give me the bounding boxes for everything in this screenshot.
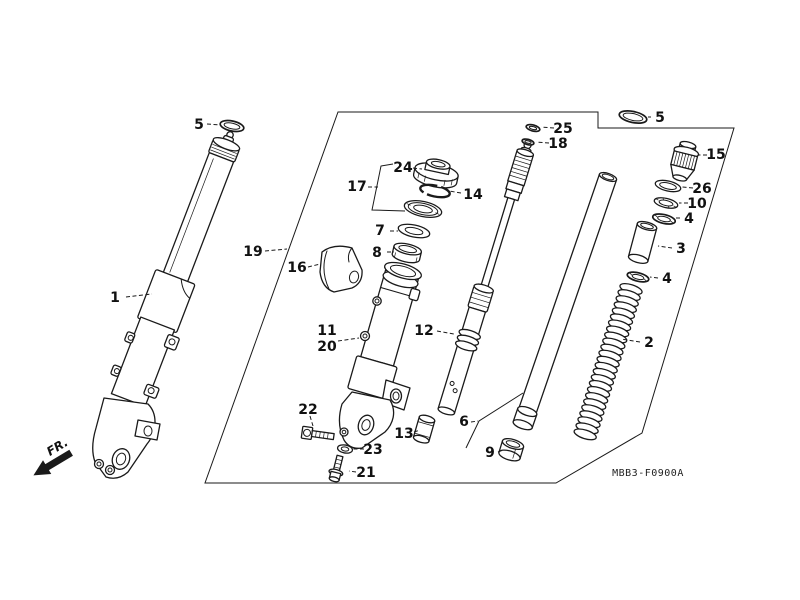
callout-2: 2 — [644, 335, 654, 351]
group-6-bracket — [465, 392, 524, 449]
part-3-drawing — [627, 220, 658, 264]
part-22-drawing — [300, 425, 335, 441]
part-23-drawing — [336, 444, 354, 454]
callout-23: 23 — [363, 442, 382, 458]
callout-19: 19 — [243, 244, 262, 260]
callout-15: 15 — [706, 147, 725, 163]
callout-4-lower: 4 — [662, 271, 672, 287]
group-17-bracket — [371, 163, 406, 212]
callout-25: 25 — [553, 121, 572, 137]
callout-8: 8 — [372, 245, 382, 261]
part-14-drawing — [419, 183, 451, 199]
callout-16: 16 — [287, 260, 306, 276]
diagram-code: MBB3-F0900A — [612, 468, 684, 479]
part-4-lower-drawing — [626, 271, 650, 283]
part-24-drawing — [412, 158, 459, 189]
part-7-drawing — [397, 223, 431, 239]
callout-6: 6 — [459, 414, 469, 430]
part-10-drawing — [653, 197, 679, 209]
part-11-20-drawing — [338, 261, 423, 449]
fr-direction-arrow: FR. — [33, 435, 73, 476]
part-6-drawing — [512, 171, 618, 431]
callout-10: 10 — [687, 196, 707, 212]
part-5-right-drawing — [618, 110, 648, 124]
callout-26: 26 — [692, 181, 711, 197]
part-17-oil-seal-drawing — [403, 200, 443, 218]
part-15-drawing — [670, 140, 700, 182]
callout-22: 22 — [298, 402, 317, 418]
callout-18: 18 — [548, 136, 567, 152]
callout-12: 12 — [414, 323, 433, 339]
callout-1: 1 — [110, 290, 120, 306]
callout-labels: 5 1 19 16 24 17 14 7 8 11 20 12 22 23 21… — [110, 110, 726, 481]
callout-4-upper: 4 — [684, 211, 694, 227]
part-12-drawing — [437, 140, 535, 416]
part-4-upper-drawing — [651, 213, 677, 225]
callout-14: 14 — [463, 187, 483, 203]
callout-17: 17 — [347, 179, 366, 195]
callout-5-right: 5 — [655, 110, 665, 126]
parts-group-outline — [204, 111, 735, 484]
part-18-drawing — [521, 138, 535, 146]
part-13-drawing — [412, 414, 436, 444]
leader-lines — [125, 116, 707, 473]
callout-20: 20 — [317, 339, 337, 355]
part-2-drawing — [572, 280, 644, 443]
part-25-drawing — [525, 123, 541, 133]
part-26-drawing — [654, 179, 682, 193]
callout-13: 13 — [394, 426, 413, 442]
part-5-left-drawing — [219, 119, 245, 133]
part-8-drawing — [391, 242, 423, 264]
callout-3: 3 — [676, 241, 686, 257]
callout-21: 21 — [356, 465, 375, 481]
part-21-drawing — [328, 454, 344, 483]
callout-24: 24 — [393, 160, 413, 176]
callout-9: 9 — [485, 445, 495, 461]
callout-5-left: 5 — [194, 117, 204, 133]
part-16-drawing — [319, 245, 363, 293]
callout-7: 7 — [375, 223, 385, 239]
callout-11: 11 — [317, 323, 336, 339]
part-9-drawing — [498, 437, 525, 462]
part-1-drawing — [92, 131, 241, 479]
